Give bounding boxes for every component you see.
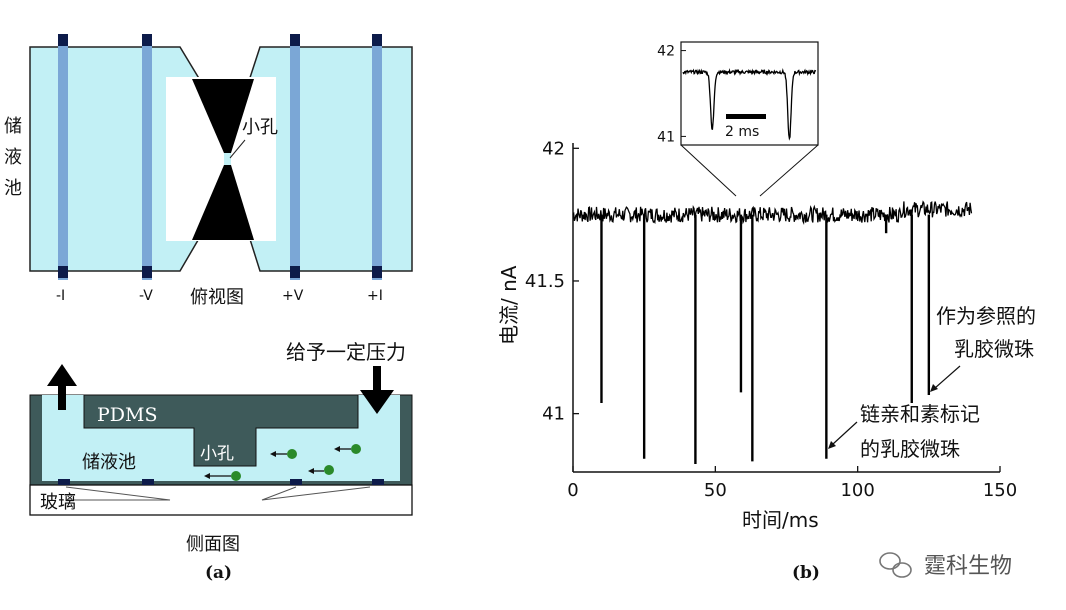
side-electrode — [58, 479, 70, 485]
side-pore-label: 小孔 — [200, 444, 234, 464]
inset-y-tick-label: 42 — [657, 44, 675, 60]
reference-label-line1: 作为参照的 — [936, 304, 1036, 328]
pore-leader-line — [229, 139, 246, 159]
x-axis-title: 时间/ms — [742, 508, 819, 532]
x-tick-label: 50 — [704, 480, 727, 501]
glass-leader-lines — [65, 486, 171, 501]
side-electrode — [142, 479, 154, 485]
reservoir-label-char: 液 — [4, 147, 22, 168]
streptavidin-annotation: 链亲和素标记 的乳胶微珠 — [828, 402, 980, 461]
inset-y-tick-label: 41 — [657, 129, 675, 145]
reference-label-line2: 乳胶微珠 — [954, 337, 1034, 361]
baseline-noise — [572, 200, 973, 226]
watermark-text: 霆科生物 — [924, 554, 1012, 579]
scale-bar — [726, 114, 766, 119]
side-electrode — [372, 479, 384, 485]
current-trace — [572, 200, 973, 465]
side-reservoir-label: 储液池 — [82, 452, 136, 473]
side-view: 给予一定压力 PDMS 储液池 小孔 玻璃 侧面图 (a) — [29, 340, 413, 583]
electrode-label: -I — [56, 288, 65, 304]
side-electrode — [290, 479, 302, 485]
streptavidin-label-line1: 链亲和素标记 — [860, 402, 980, 426]
y-tick-label: 42 — [542, 138, 565, 159]
inset-frame — [680, 41, 819, 146]
pdms-label: PDMS — [97, 404, 158, 426]
main-current-chart: 0 50 100 150 41 41.5 42 时间/ms 电流/ nA — [497, 138, 1017, 532]
reservoir-label-char: 储 — [4, 116, 22, 137]
zoom-line — [680, 144, 737, 197]
electrode-minus-i — [58, 34, 68, 280]
side-fluid-mid — [194, 466, 256, 481]
reference-annotation: 作为参照的 乳胶微珠 — [930, 304, 1036, 392]
bead-icon — [308, 465, 334, 475]
electrode-plus-i — [372, 34, 382, 280]
arrowhead-icon — [828, 441, 836, 449]
x-tick-label: 150 — [983, 480, 1017, 501]
glass-label: 玻璃 — [40, 492, 76, 513]
electrode-label: +V — [282, 288, 304, 304]
pore-label: 小孔 — [242, 117, 278, 138]
pressure-arrow-icon — [360, 366, 394, 414]
arrowhead-icon — [930, 384, 938, 392]
electrode-minus-v — [142, 34, 152, 280]
y-axis-title: 电流/ nA — [497, 265, 521, 345]
zoom-line — [759, 144, 819, 197]
inset-chart: 41 42 2 ms — [657, 41, 819, 197]
inset-current-trace — [682, 68, 817, 141]
y-tick-label: 41 — [542, 404, 565, 425]
electrode-plus-v — [290, 34, 300, 280]
pore-funnel-top — [192, 79, 254, 153]
streptavidin-label-line2: 的乳胶微珠 — [860, 437, 960, 461]
x-tick-label: 100 — [840, 480, 874, 501]
inset-ticks: 41 42 — [657, 44, 686, 145]
top-view: 储 液 池 小孔 -I -V +V +I 俯视图 — [4, 34, 413, 308]
panel-b-label: (b) — [792, 563, 820, 583]
axis-ticks: 0 50 100 150 41 41.5 42 — [525, 138, 1017, 501]
glass-leader-lines — [261, 486, 371, 501]
pore-funnel-bottom — [192, 165, 254, 240]
outflow-arrow-icon — [47, 364, 77, 410]
bead-icon — [334, 444, 361, 454]
bead-icon — [204, 471, 241, 481]
pore-neck — [224, 153, 231, 165]
side-view-caption: 侧面图 — [186, 534, 240, 555]
pdms-block — [83, 394, 359, 467]
wechat-icon — [879, 552, 912, 578]
watermark: 霆科生物 — [879, 552, 1012, 579]
pressure-label: 给予一定压力 — [286, 340, 406, 364]
scale-bar-label: 2 ms — [725, 124, 759, 140]
electrode-label: -V — [139, 288, 153, 304]
electrode-label: +I — [367, 288, 383, 304]
bead-icon — [270, 449, 297, 459]
inset-trace — [682, 68, 817, 141]
streptavidin-arrow — [832, 421, 858, 445]
panel-a-label: (a) — [205, 563, 232, 583]
reference-arrow — [934, 365, 961, 389]
y-tick-label: 41.5 — [525, 271, 565, 292]
top-view-caption: 俯视图 — [190, 287, 244, 308]
x-tick-label: 0 — [567, 480, 578, 501]
reservoir-label-char: 池 — [4, 178, 22, 199]
